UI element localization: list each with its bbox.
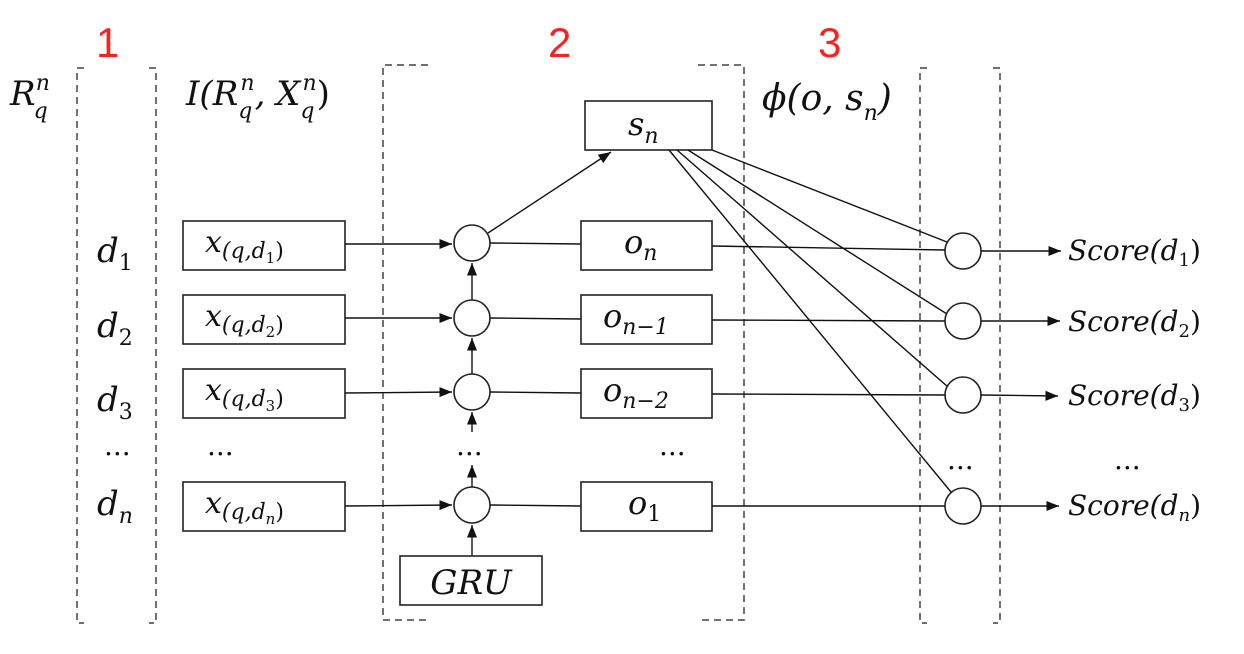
line-state-to-scorer-1 [711,149,948,243]
svg-text:x(q,d3): x(q,d3) [205,373,284,415]
feature-box-1: x(q,d1) [182,220,346,271]
line-node-3-to-output [489,391,582,394]
output-box-on-2: on−2 [580,368,713,419]
line-node-n-to-output [489,504,582,507]
arrow-node-1-to-state [487,151,612,234]
gru-node-n [453,486,491,524]
feature-box-3: x(q,d3) [182,368,346,419]
header-phi-function: ϕ(o, sn) [762,78,892,126]
arrow-feature-3-to-gru [344,387,453,398]
section-number-2: 2 [548,19,571,66]
doc-label-3: d3 [97,380,133,425]
feature-box-2: x(q,d2) [182,294,346,345]
bracket-gru-module [382,64,745,621]
bracket-documents [76,67,157,624]
feature-box-n: x(q,dn) [182,481,346,532]
scorer-node-2 [944,302,982,340]
doc-label-2: d2 [97,306,133,351]
line-state-to-scorer-2 [687,149,948,315]
svg-text:on−1: on−1 [603,297,669,340]
header-ranking-list: Rqn [9,71,50,124]
gru-node-3 [453,373,491,411]
svg-text:on: on [624,223,657,266]
svg-text:x(q,dn): x(q,dn) [205,486,284,528]
line-on2-to-scorer-3 [711,393,947,396]
line-state-to-scorer-3 [676,149,949,388]
scorer-node-n [944,487,982,525]
output-box-on-1: on−1 [580,294,713,345]
doc-ellipsis: ... [104,429,131,462]
svg-text:on−2: on−2 [603,371,669,414]
line-state-to-scorer-n [668,149,952,493]
score-ellipsis: ... [1114,443,1141,476]
doc-label-1: d1 [97,231,133,276]
score-label-1: Score(d1) [1068,234,1201,271]
gru-ellipsis: ... [456,429,483,462]
svg-text:x(q,d1): x(q,d1) [205,225,284,267]
line-on1-to-scorer-2 [711,319,947,322]
svg-text:o1: o1 [628,484,661,527]
score-label-2: Score(d2) [1068,305,1201,342]
output-box-o1: o1 [580,481,713,532]
bracket-scorer [919,67,1001,624]
svg-text:x(q,d2): x(q,d2) [205,299,284,341]
output-ellipsis: ... [659,429,686,462]
feature-ellipsis: ... [207,429,234,462]
scorer-node-3 [944,376,982,414]
scorer-ellipsis: ... [947,443,974,476]
gru-node-1 [453,224,491,262]
arrow-feature-n-to-gru [344,500,453,511]
svg-text:sn: sn [628,105,659,149]
section-number-3: 3 [818,19,841,66]
svg-text:GRU: GRU [430,563,513,603]
gru-node-2 [453,299,491,337]
section-number-1: 1 [96,19,119,66]
score-label-n: Score(dn) [1068,489,1201,526]
line-node-2-to-output [489,317,582,320]
header-interaction: I(Rqn, Xqn) [185,71,330,124]
gru-cell-box: GRU [399,555,543,606]
score-label-3: Score(d3) [1068,379,1201,416]
doc-label-n: dn [97,484,133,529]
output-box-on: on [580,220,713,271]
scorer-node-1 [944,232,982,270]
line-on-to-scorer-1 [711,245,947,251]
state-box: sn [584,100,713,151]
line-node-1-to-output [489,242,582,245]
arrow-score-3 [980,390,1059,401]
